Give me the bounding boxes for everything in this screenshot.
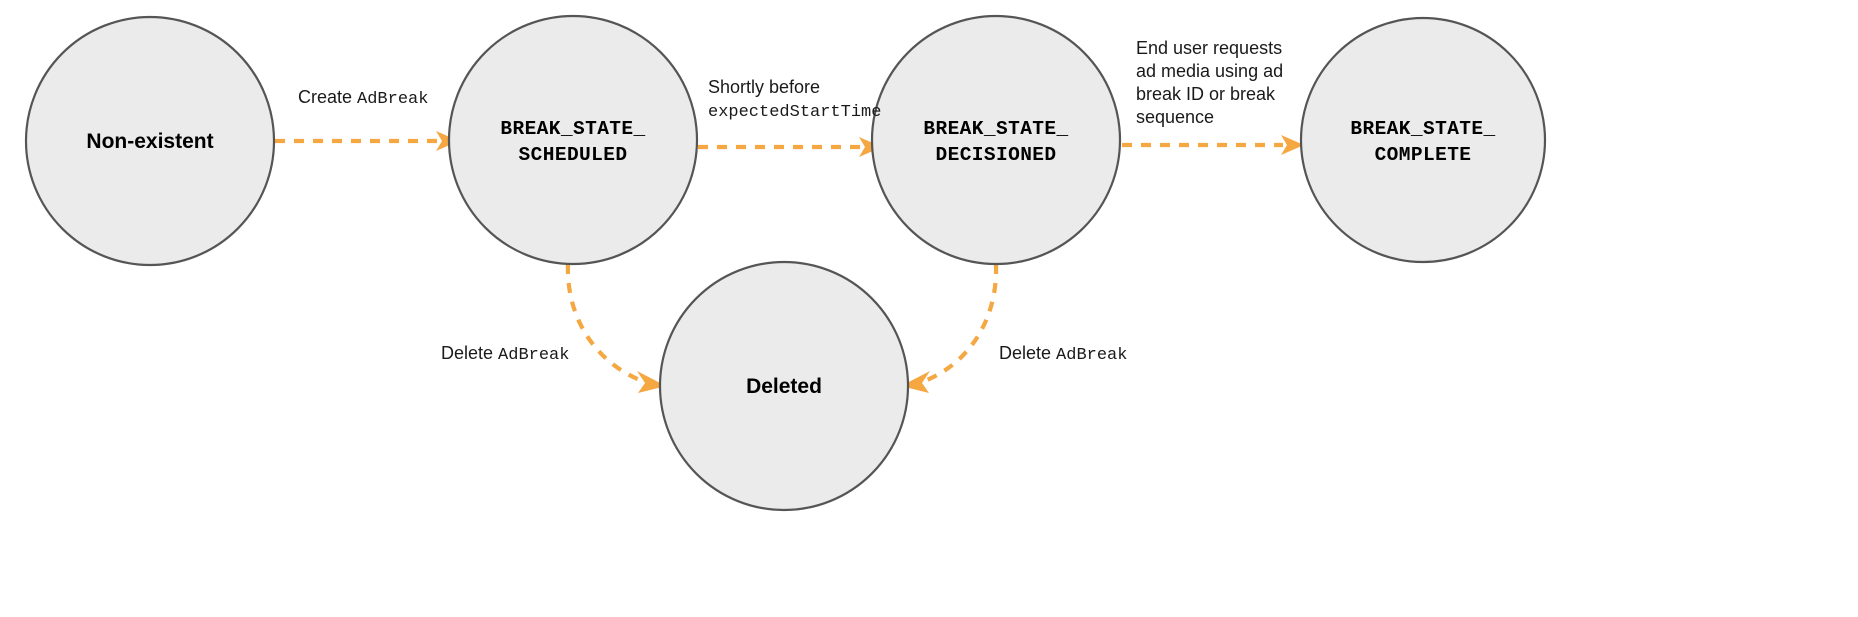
edge-decisioned-delete-adbreak [901, 263, 999, 393]
edge-line-decisioned-delete-adbreak [921, 263, 999, 384]
node-label-break-state-scheduled: BREAK_STATE_SCHEDULED [500, 118, 645, 166]
node-break-state-scheduled[interactable]: BREAK_STATE_SCHEDULED [447, 14, 699, 266]
arrow-head-icon [859, 137, 882, 157]
node-label-non-existent: Non-existent [86, 130, 213, 153]
node-non-existent[interactable]: Non-existent [24, 15, 276, 267]
edge-scheduled-to-decisioned [698, 137, 882, 157]
arrow-head-icon [1281, 135, 1304, 155]
node-shape-break-state-scheduled[interactable] [447, 14, 699, 266]
arrow-head-icon [637, 371, 666, 393]
edge-scheduled-delete-adbreak [565, 263, 666, 393]
node-label-break-state-decisioned: BREAK_STATE_DECISIONED [923, 118, 1068, 166]
arrow-head-icon [436, 131, 459, 151]
edge-label-decisioned-delete-adbreak: Delete AdBreak [999, 343, 1127, 365]
node-label-deleted: Deleted [746, 375, 822, 398]
node-shape-break-state-decisioned[interactable] [870, 14, 1122, 266]
edge-label-scheduled-delete-adbreak: Delete AdBreak [441, 343, 569, 365]
edge-decisioned-to-complete [1122, 135, 1304, 155]
edge-create-adbreak [275, 131, 459, 151]
node-shape-non-existent[interactable] [24, 15, 276, 267]
edge-label-create-adbreak: Create AdBreak [298, 87, 428, 109]
node-break-state-complete[interactable]: BREAK_STATE_COMPLETE [1299, 16, 1547, 264]
node-deleted[interactable]: Deleted [658, 260, 910, 512]
node-break-state-decisioned[interactable]: BREAK_STATE_DECISIONED [870, 14, 1122, 266]
edge-line-scheduled-delete-adbreak [565, 263, 646, 384]
node-label-break-state-complete: BREAK_STATE_COMPLETE [1350, 118, 1495, 166]
node-shape-deleted[interactable] [658, 260, 910, 512]
node-shape-break-state-complete[interactable] [1299, 16, 1547, 264]
edges-layer [275, 131, 1304, 393]
nodes-layer: Non-existent BREAK_STATE_SCHEDULED BREAK_S… [24, 14, 1547, 512]
